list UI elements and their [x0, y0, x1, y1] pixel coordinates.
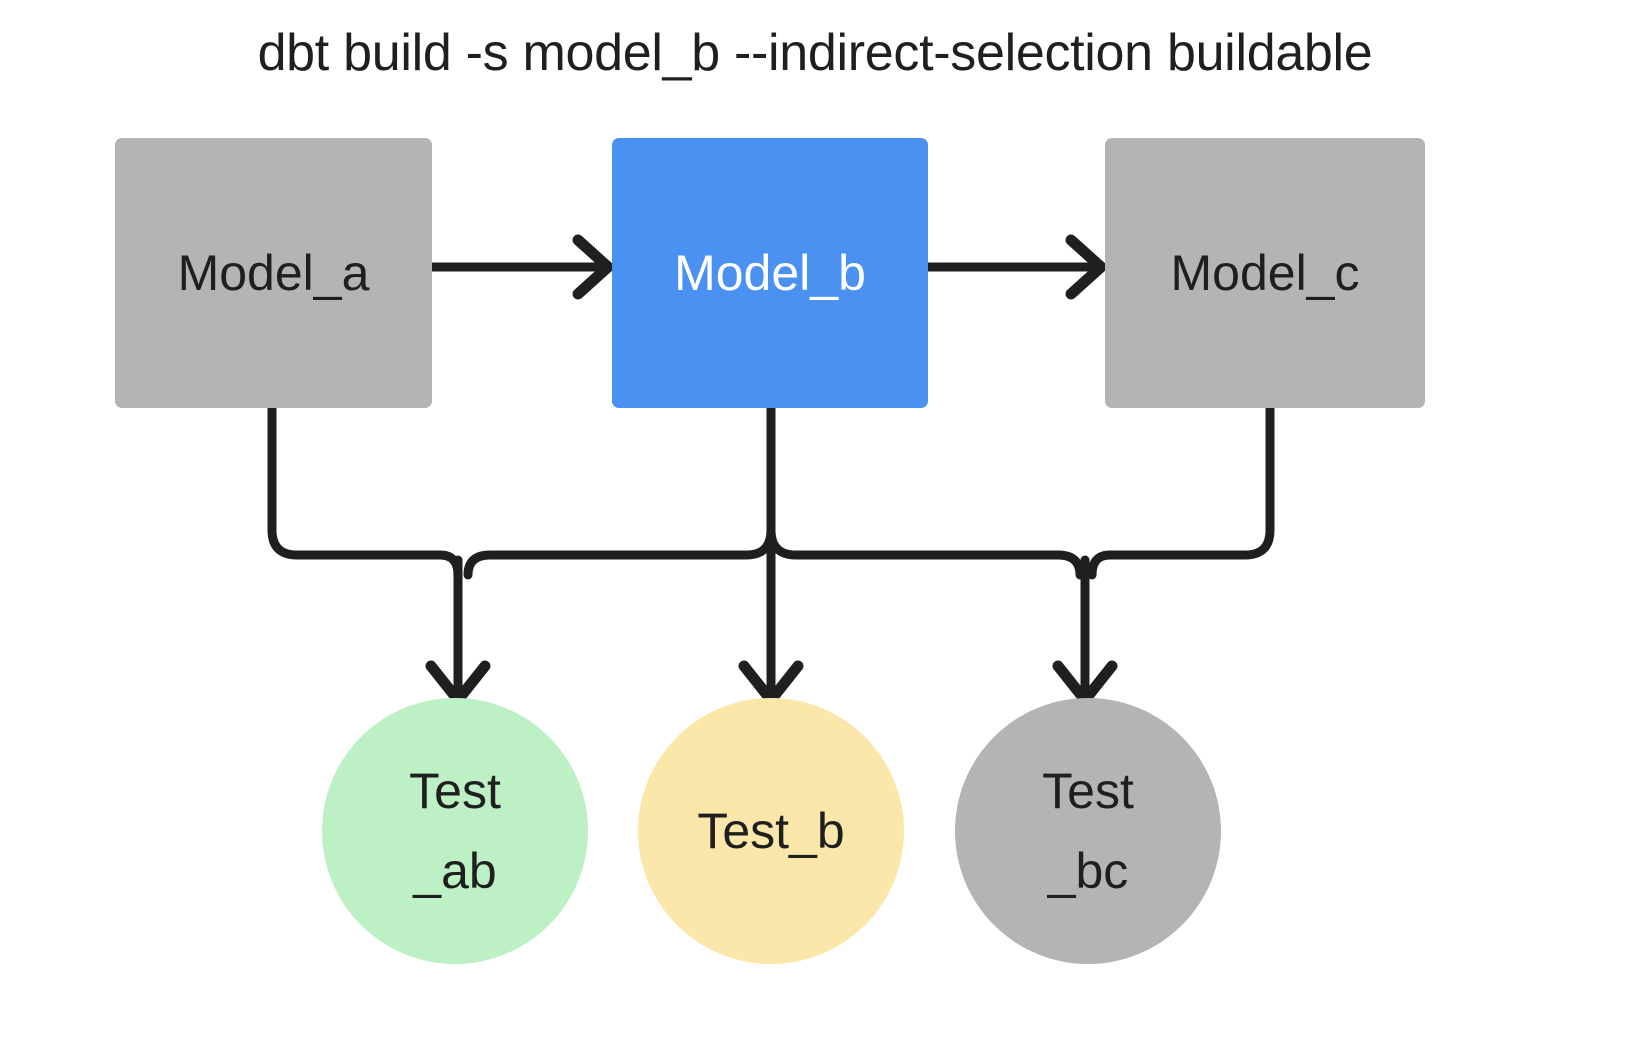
node-model-c[interactable]: Model_c — [1105, 138, 1425, 408]
node-test-bc[interactable]: Test _bc — [955, 698, 1221, 964]
edge-b-to-test-bc — [766, 525, 1085, 580]
edge-drop-test-bc — [1052, 555, 1118, 706]
diagram-title: dbt build -s model_b --indirect-selectio… — [257, 24, 1373, 82]
edge-b-to-c — [923, 234, 1107, 300]
node-test-bc-label-line1: Test — [1042, 763, 1134, 819]
node-test-bc-label-line2: _bc — [1047, 843, 1129, 899]
node-model-a-label: Model_a — [177, 245, 370, 301]
node-model-b[interactable]: Model_b — [612, 138, 928, 408]
edge-drop-test-ab — [425, 555, 491, 706]
edge-a-to-test-ab — [267, 403, 463, 580]
node-model-c-label: Model_c — [1170, 245, 1360, 301]
node-test-ab-label-line1: Test — [409, 763, 501, 819]
node-test-b-label-line1: Test_b — [697, 803, 845, 859]
edge-b-to-test-ab — [463, 525, 776, 580]
node-test-ab-label-line2: _ab — [413, 843, 497, 899]
node-model-b-label: Model_b — [674, 245, 866, 301]
edge-drop-test-b — [738, 660, 804, 706]
node-test-ab[interactable]: Test _ab — [322, 698, 588, 964]
edge-a-to-b — [427, 234, 614, 300]
node-model-a[interactable]: Model_a — [115, 138, 432, 408]
edge-c-to-test-bc — [1087, 403, 1275, 580]
node-test-b[interactable]: Test_b — [638, 698, 904, 964]
